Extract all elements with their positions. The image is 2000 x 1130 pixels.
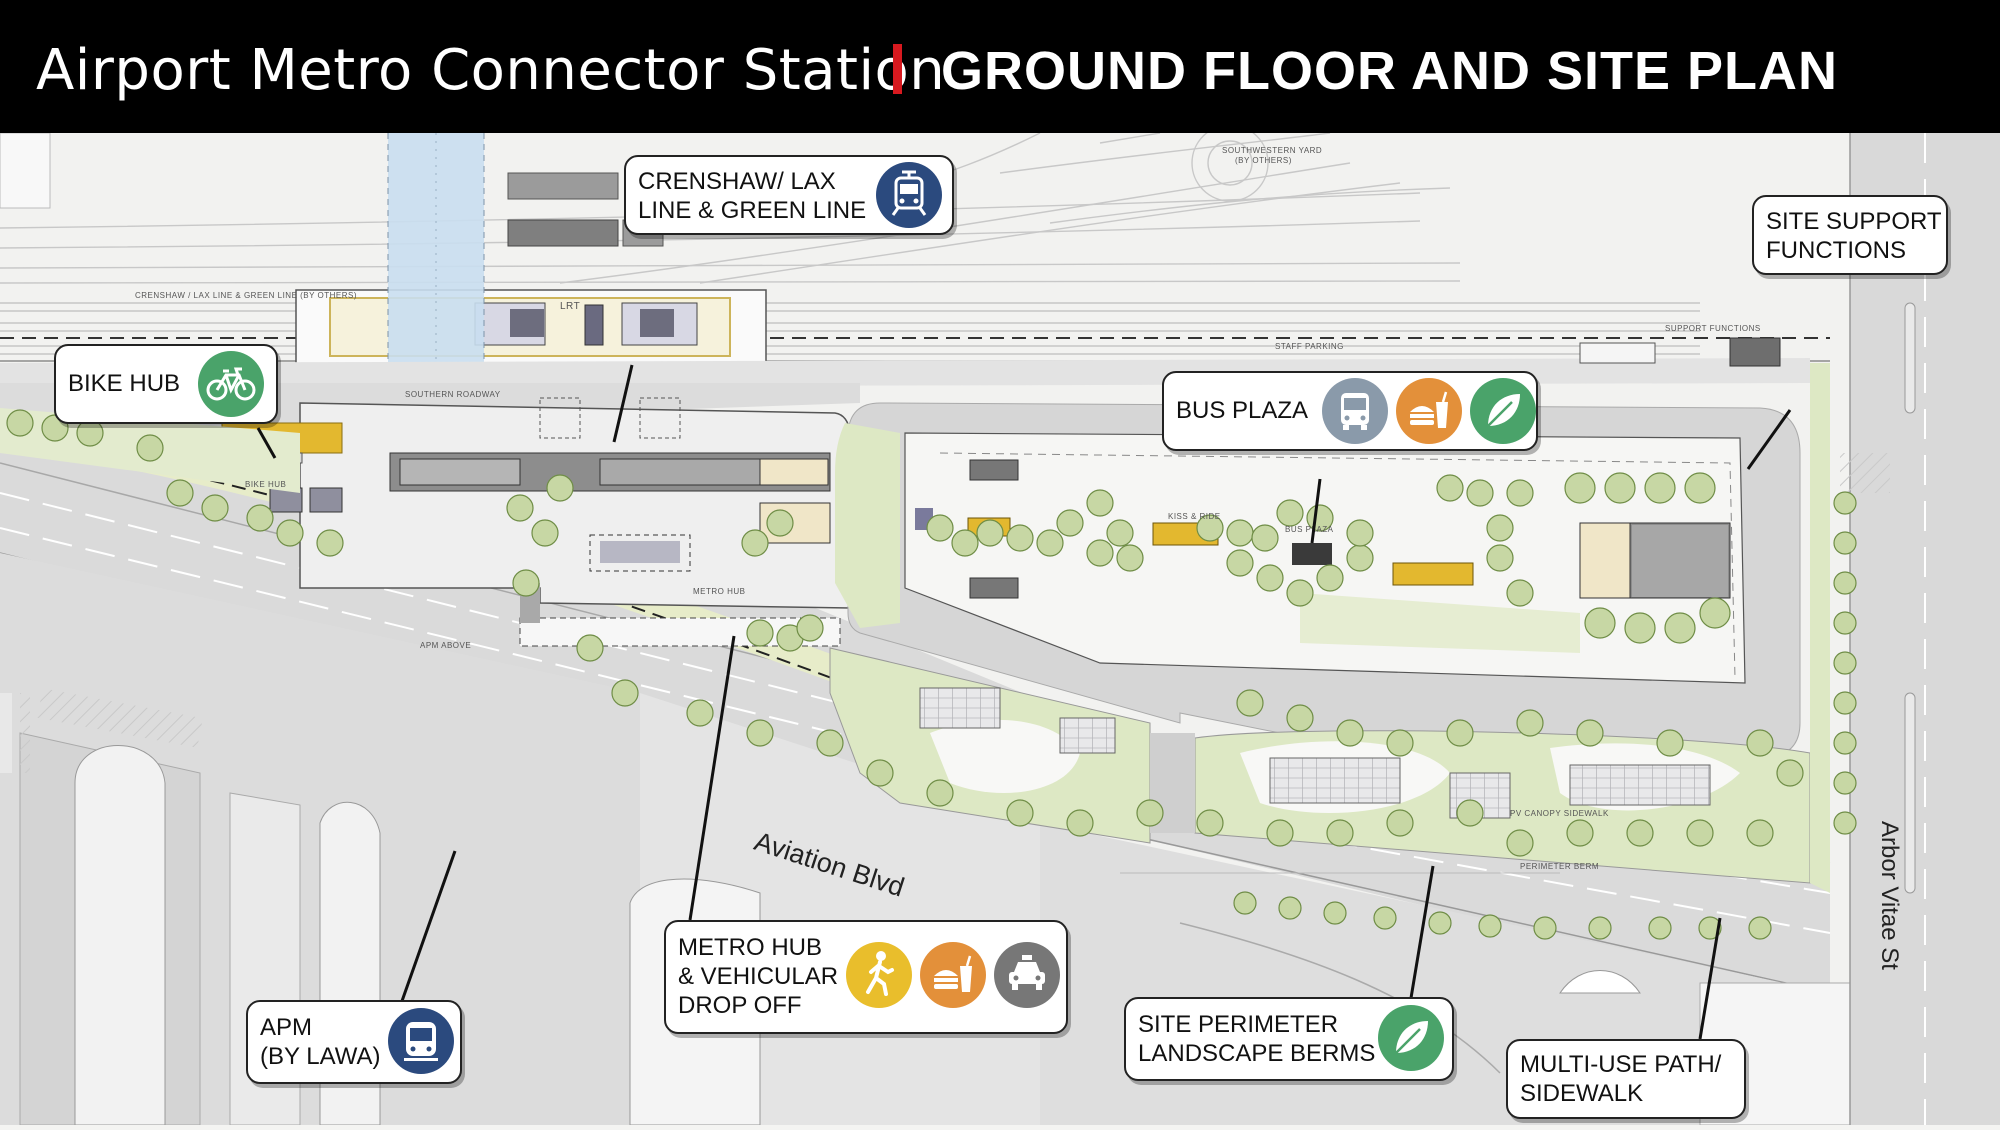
plan-label-lrt: LRT (560, 301, 580, 312)
street-arbor-vitae: Arbor Vitae St (1876, 821, 1903, 970)
callout-bus-plaza: BUS PLAZA (1162, 371, 1538, 451)
plan-label-perimeter-berm: PERIMETER BERM (1520, 862, 1599, 871)
trees (6, 409, 1857, 940)
callout-multi-use-path-sidewalk: MULTI-USE PATH/ SIDEWALK (1506, 1039, 1746, 1119)
food-icon (1396, 378, 1462, 444)
plan-label-bike-hub: BIKE HUB (245, 480, 286, 489)
site-plan-map: LRT SOUTHWESTERN YARD (BY OTHERS) CRENSH… (0, 124, 2000, 1126)
callout-text: BUS PLAZA (1176, 397, 1309, 424)
station-name: Airport Metro Connector Station (36, 38, 946, 103)
callout-text: SITE PERIMETER (1138, 1011, 1339, 1038)
plan-label-bus-plaza: BUS PLAZA (1285, 525, 1334, 534)
plan-label-staff-parking: STAFF PARKING (1275, 342, 1344, 351)
plan-label-kiss-ride: KISS & RIDE (1168, 512, 1221, 521)
callout-crenshaw-lax-green-line: CRENSHAW/ LAX LINE & GREEN LINE (624, 155, 954, 235)
callout-metro-hub-vehicular-drop-off: METRO HUB & VEHICULAR DROP OFF (664, 920, 1068, 1034)
title-bar: Airport Metro Connector Station GROUND F… (0, 0, 2000, 133)
leaf-icon (1470, 378, 1536, 444)
light-rail-icon (876, 162, 942, 228)
plan-label-southern-roadway: SOUTHERN ROADWAY (405, 390, 501, 399)
callout-text: SIDEWALK (1520, 1080, 1644, 1107)
plan-label-crenshaw-line: CRENSHAW / LAX LINE & GREEN LINE (BY OTH… (135, 291, 357, 300)
callout-text: LANDSCAPE BERMS (1138, 1040, 1376, 1067)
plan-label-support-functions: SUPPORT FUNCTIONS (1665, 324, 1761, 333)
callout-text: DROP OFF (678, 992, 802, 1019)
plan-label-apm-above: APM ABOVE (420, 641, 471, 650)
title-divider (893, 44, 902, 94)
callout-text: SITE SUPPORT (1766, 208, 1942, 235)
callout-text: FUNCTIONS (1766, 237, 1906, 264)
callout-text: MULTI-USE PATH/ (1520, 1051, 1722, 1078)
callout-apm: APM (BY LAWA) (246, 1000, 462, 1084)
callout-text: & VEHICULAR (678, 963, 839, 990)
callout-text: LINE & GREEN LINE (638, 197, 867, 224)
people-mover-icon (388, 1008, 454, 1074)
leaf-icon (1378, 1005, 1444, 1071)
callout-text: BIKE HUB (68, 370, 181, 397)
callout-text: APM (260, 1014, 313, 1041)
callout-text: CRENSHAW/ LAX (638, 168, 836, 195)
bicycle-icon (198, 351, 264, 417)
callout-text: METRO HUB (678, 934, 822, 961)
plan-label-southwestern-yard: SOUTHWESTERN YARD (1222, 146, 1322, 155)
site-plan-drawing: LRT SOUTHWESTERN YARD (BY OTHERS) CRENSH… (0, 124, 2000, 1126)
callout-text: (BY LAWA) (260, 1043, 381, 1070)
callout-site-perimeter-landscape-berms: SITE PERIMETER LANDSCAPE BERMS (1124, 997, 1454, 1081)
callout-site-support-functions: SITE SUPPORT FUNCTIONS (1752, 195, 1948, 275)
pedestrian-icon (846, 942, 912, 1008)
plan-label-metro-hub: METRO HUB (693, 587, 746, 596)
food-icon (920, 942, 986, 1008)
callout-bike-hub: BIKE HUB (54, 344, 278, 424)
bus-icon (1322, 378, 1388, 444)
taxi-icon (994, 942, 1060, 1008)
plan-title: GROUND FLOOR AND SITE PLAN (941, 41, 1838, 101)
plan-label-by-others: (BY OTHERS) (1235, 156, 1292, 165)
plan-label-pv-canopy: PV CANOPY SIDEWALK (1510, 809, 1609, 818)
